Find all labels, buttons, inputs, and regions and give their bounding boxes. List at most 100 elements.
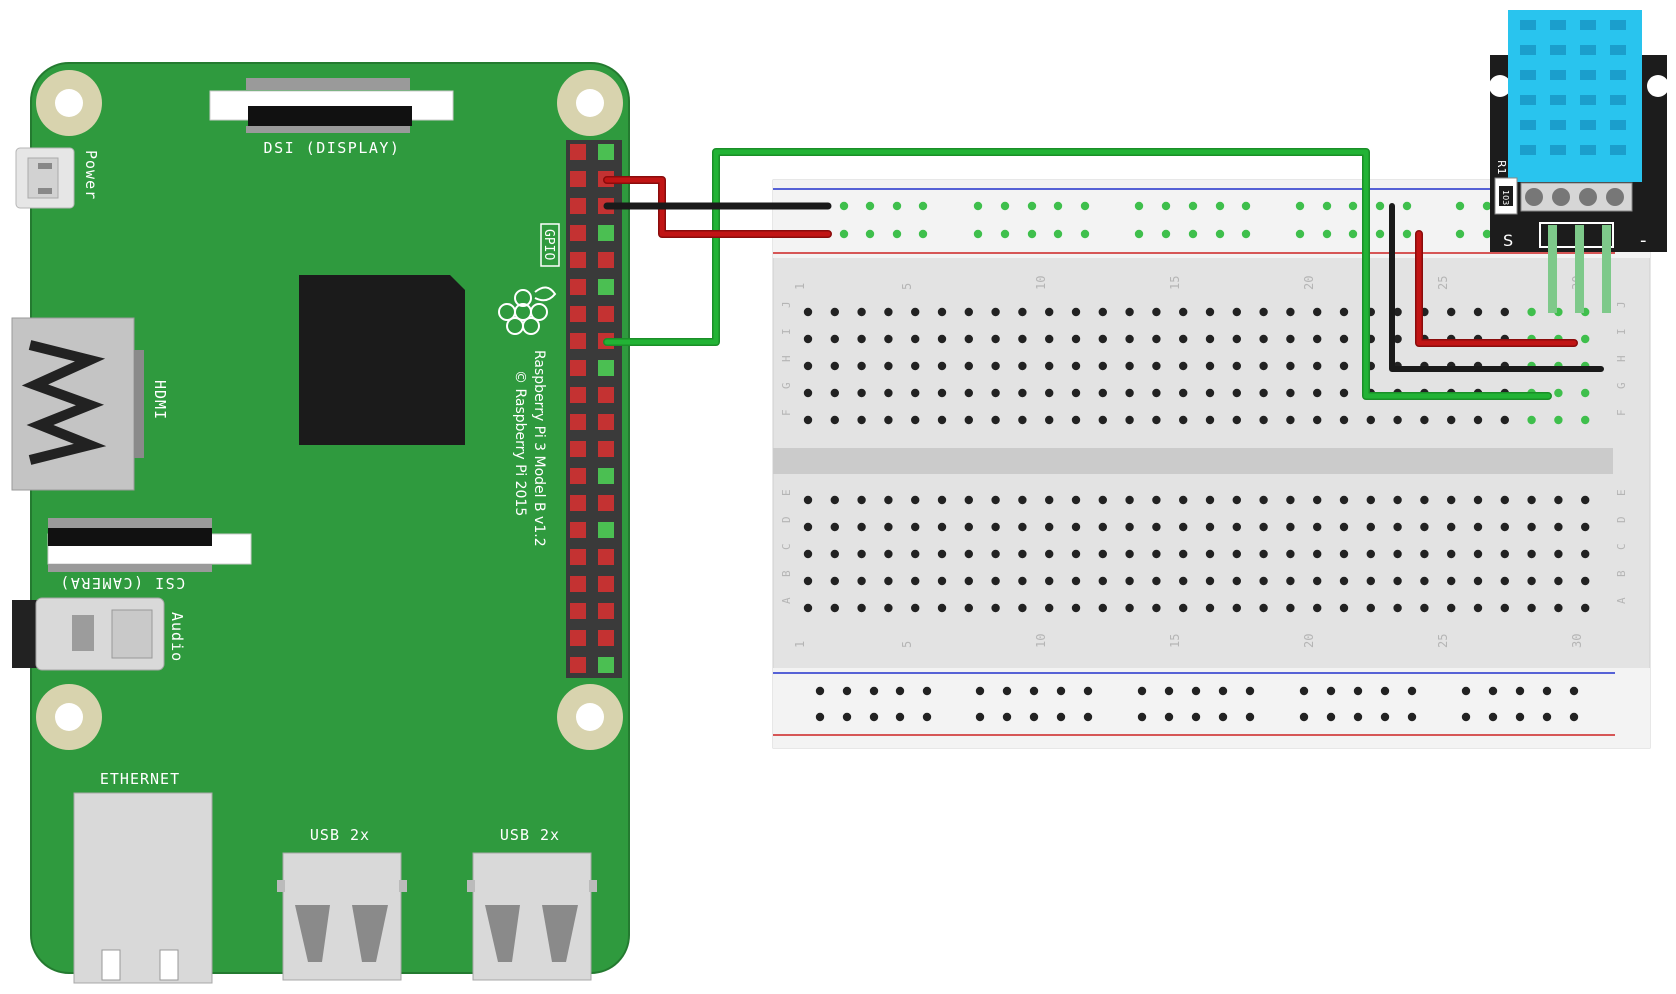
sensor-vent	[1580, 70, 1596, 80]
breadboard-hole	[1018, 415, 1027, 425]
breadboard-hole	[937, 522, 947, 532]
breadboard-hole	[1527, 522, 1536, 532]
breadboard-hole	[884, 603, 893, 613]
breadboard-hole	[1366, 549, 1376, 559]
breadboard-hole	[1339, 549, 1349, 559]
breadboard-hole	[1393, 522, 1402, 532]
rail-hole	[1137, 712, 1147, 722]
breadboard-hole	[991, 495, 1000, 505]
breadboard-hole	[964, 549, 973, 559]
rail-hole	[842, 712, 852, 722]
breadboard-hole	[1152, 415, 1161, 425]
breadboard-hole	[1313, 334, 1322, 344]
breadboard: 115510101515202025253030JJIIHHGGFFEEDDCC…	[772, 179, 1651, 749]
breadboard-hole	[1125, 415, 1134, 425]
breadboard-hole	[803, 361, 813, 371]
rail-hole	[842, 686, 852, 696]
rail-hole	[1080, 229, 1090, 239]
breadboard-hole	[1500, 415, 1510, 425]
breadboard-hole	[1286, 307, 1295, 317]
breadboard-hole	[803, 307, 813, 317]
sensor-vent	[1550, 45, 1566, 55]
breadboard-hole	[1259, 576, 1268, 586]
rail-hole	[1299, 712, 1309, 722]
breadboard-hole	[1232, 361, 1242, 371]
breadboard-hole	[1098, 307, 1108, 317]
breadboard-hole	[1473, 307, 1483, 317]
rail-hole	[839, 201, 849, 211]
breadboard-hole	[1018, 603, 1027, 613]
rail-hole	[1134, 229, 1144, 239]
gpio-pin	[598, 360, 614, 376]
breadboard-hole	[857, 549, 866, 559]
breadboard-hole	[1447, 495, 1456, 505]
breadboard-hole	[991, 361, 1000, 371]
breadboard-hole	[1313, 576, 1322, 586]
rail-hole	[1461, 686, 1471, 696]
breadboard-hole	[1179, 307, 1188, 317]
breadboard-hole	[1473, 415, 1483, 425]
rail-hole	[1164, 686, 1174, 696]
ethernet-port: ETHERNET	[73, 770, 213, 984]
breadboard-hole	[884, 576, 893, 586]
breadboard-hole	[1205, 549, 1215, 559]
breadboard-hole	[884, 388, 893, 398]
breadboard-hole	[1554, 495, 1563, 505]
rail-hole	[1375, 201, 1385, 211]
breadboard-hole	[1179, 603, 1188, 613]
rail-hole	[1083, 686, 1093, 696]
sensor-vent	[1610, 95, 1626, 105]
breadboard-hole	[1205, 415, 1215, 425]
breadboard-hole	[1313, 415, 1322, 425]
sensor-vent	[1550, 145, 1566, 155]
rail-hole	[1322, 229, 1332, 239]
breadboard-hole	[1527, 495, 1536, 505]
rail-hole	[1326, 686, 1336, 696]
breadboard-hole	[964, 307, 973, 317]
row-letter: E	[780, 489, 793, 496]
breadboard-hole	[1205, 576, 1215, 586]
breadboard-hole	[991, 576, 1000, 586]
breadboard-hole	[1045, 495, 1054, 505]
breadboard-hole	[1313, 361, 1322, 371]
breadboard-hole	[937, 415, 947, 425]
breadboard-hole	[964, 334, 973, 344]
breadboard-hole	[911, 388, 920, 398]
breadboard-hole	[1098, 388, 1108, 398]
row-letter: J	[1615, 301, 1628, 308]
breadboard-hole	[1205, 495, 1215, 505]
rail-hole	[1027, 201, 1037, 211]
breadboard-hole	[884, 522, 893, 532]
breadboard-hole	[1125, 576, 1134, 586]
breadboard-hole	[857, 361, 866, 371]
rail-hole	[1295, 201, 1305, 211]
breadboard-hole	[1420, 495, 1429, 505]
breadboard-hole	[1393, 576, 1402, 586]
rail-hole	[1353, 686, 1363, 696]
breadboard-hole	[1581, 415, 1590, 425]
breadboard-hole	[1098, 361, 1108, 371]
breadboard-hole	[1286, 576, 1295, 586]
wires	[603, 148, 1604, 400]
rail-hole	[815, 712, 825, 722]
rail-hole	[1029, 686, 1039, 696]
sensor-vent	[1610, 120, 1626, 130]
model-text-line2: © Raspberry Pi 2015	[512, 370, 528, 516]
breadboard-hole	[1018, 361, 1027, 371]
sensor-vent	[1610, 145, 1626, 155]
breadboard-hole	[857, 495, 866, 505]
breadboard-hole	[1581, 549, 1590, 559]
breadboard-hole	[1205, 603, 1215, 613]
gpio-pin	[570, 198, 586, 214]
breadboard-hole	[1179, 549, 1188, 559]
gpio-pin	[570, 171, 586, 187]
breadboard-hole	[964, 388, 973, 398]
breadboard-hole	[1152, 603, 1161, 613]
row-letter: B	[780, 570, 793, 577]
row-letter: A	[780, 597, 793, 604]
breadboard-hole	[1179, 415, 1188, 425]
gpio-pin	[570, 441, 586, 457]
breadboard-hole	[1098, 334, 1108, 344]
breadboard-hole	[884, 495, 893, 505]
breadboard-hole	[1259, 603, 1268, 613]
